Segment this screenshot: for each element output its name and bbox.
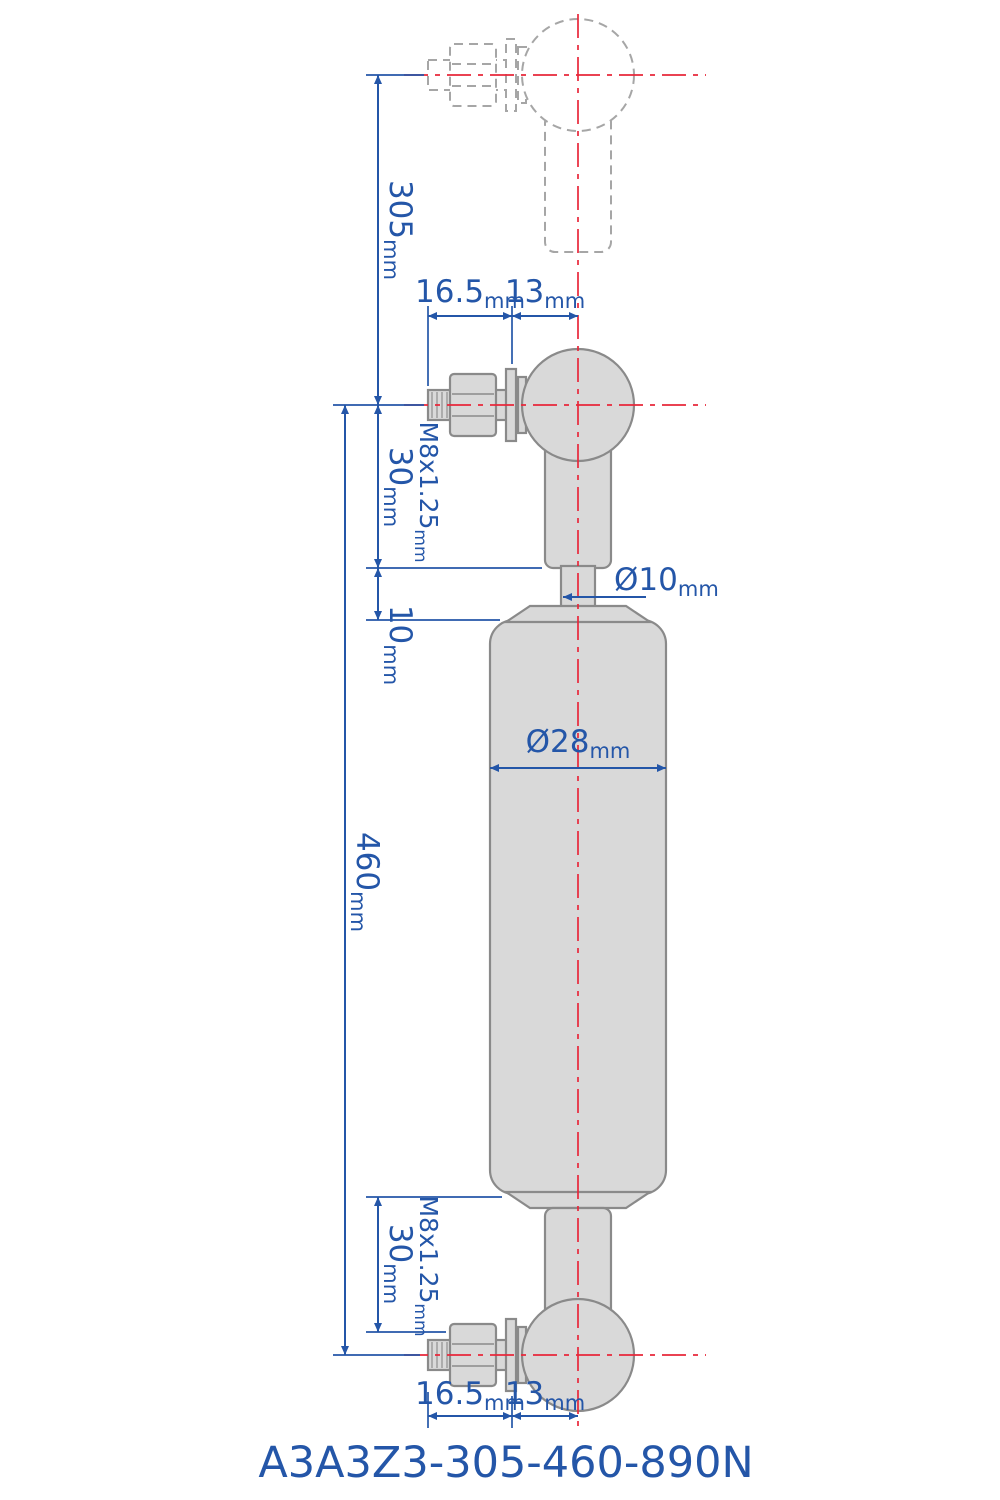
dim-body-diameter-label: Ø28mm <box>526 724 631 763</box>
dim-socket-bottom-label: 30mm <box>379 1224 418 1304</box>
ghost-extended-end-fitting <box>427 18 635 253</box>
dim-rod-exposed-label: 10mm <box>379 605 418 685</box>
dim-body-length-label: 460mm <box>346 832 385 932</box>
dim-thread-bottom-label: M8x1.25mm <box>410 1195 443 1336</box>
dim-stud-top-label: 16.5mm <box>415 274 525 313</box>
bottom-end-cap <box>502 1190 654 1210</box>
dim-stud-bottom-label: 16.5mm <box>415 1376 525 1415</box>
dim-offset-top-label: 13mm <box>505 274 585 313</box>
part-number-title: A3A3Z3-305-460-890N <box>258 1438 753 1488</box>
dimension-labels: 305mm 16.5mm 13mm M8x1.25mm 30mm 10mm Ø1… <box>346 180 719 1415</box>
top-end-fitting <box>426 347 636 616</box>
dim-offset-bottom-label: 13mm <box>505 1376 585 1415</box>
dim-socket-top-label: 30mm <box>379 447 418 527</box>
centerlines <box>404 14 706 1430</box>
dimension-lines <box>341 75 666 1420</box>
dim-extended-label: 305mm <box>379 180 418 280</box>
dim-thread-top-label: M8x1.25mm <box>410 421 443 562</box>
top-end-cap <box>502 604 654 624</box>
ghost-hex-nut <box>449 43 497 107</box>
dim-rod-diameter-label: Ø10mm <box>614 562 719 601</box>
